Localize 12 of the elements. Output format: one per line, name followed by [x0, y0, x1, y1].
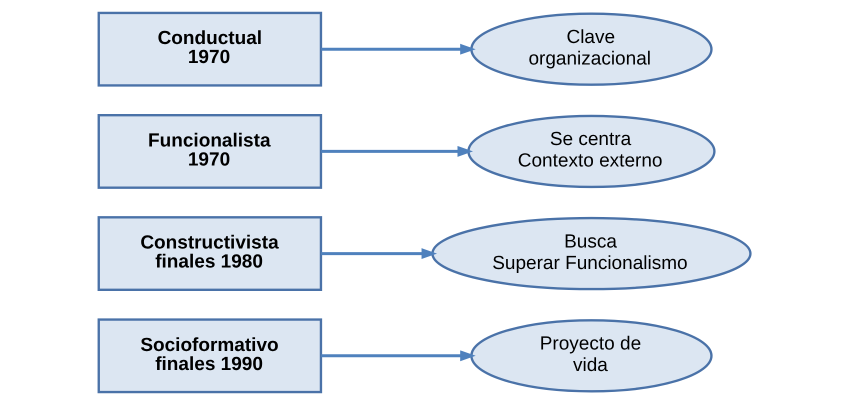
node-box: Socioformativo finales 1990 [98, 318, 322, 394]
arrow [321, 44, 476, 55]
node-ellipse: Busca Superar Funcionalismo [431, 216, 752, 290]
node-ellipse: Proyecto de vida [470, 319, 713, 392]
arrow [321, 248, 438, 260]
node-ellipse: Clave organizacional [470, 12, 713, 86]
node-box: Constructivista finales 1980 [98, 216, 322, 292]
node-box: Funcionalista 1970 [98, 114, 322, 189]
node-box: Conductual 1970 [98, 12, 322, 87]
arrow [321, 350, 476, 362]
arrow [321, 146, 473, 157]
node-ellipse: Se centra Contexto externo [467, 114, 716, 188]
